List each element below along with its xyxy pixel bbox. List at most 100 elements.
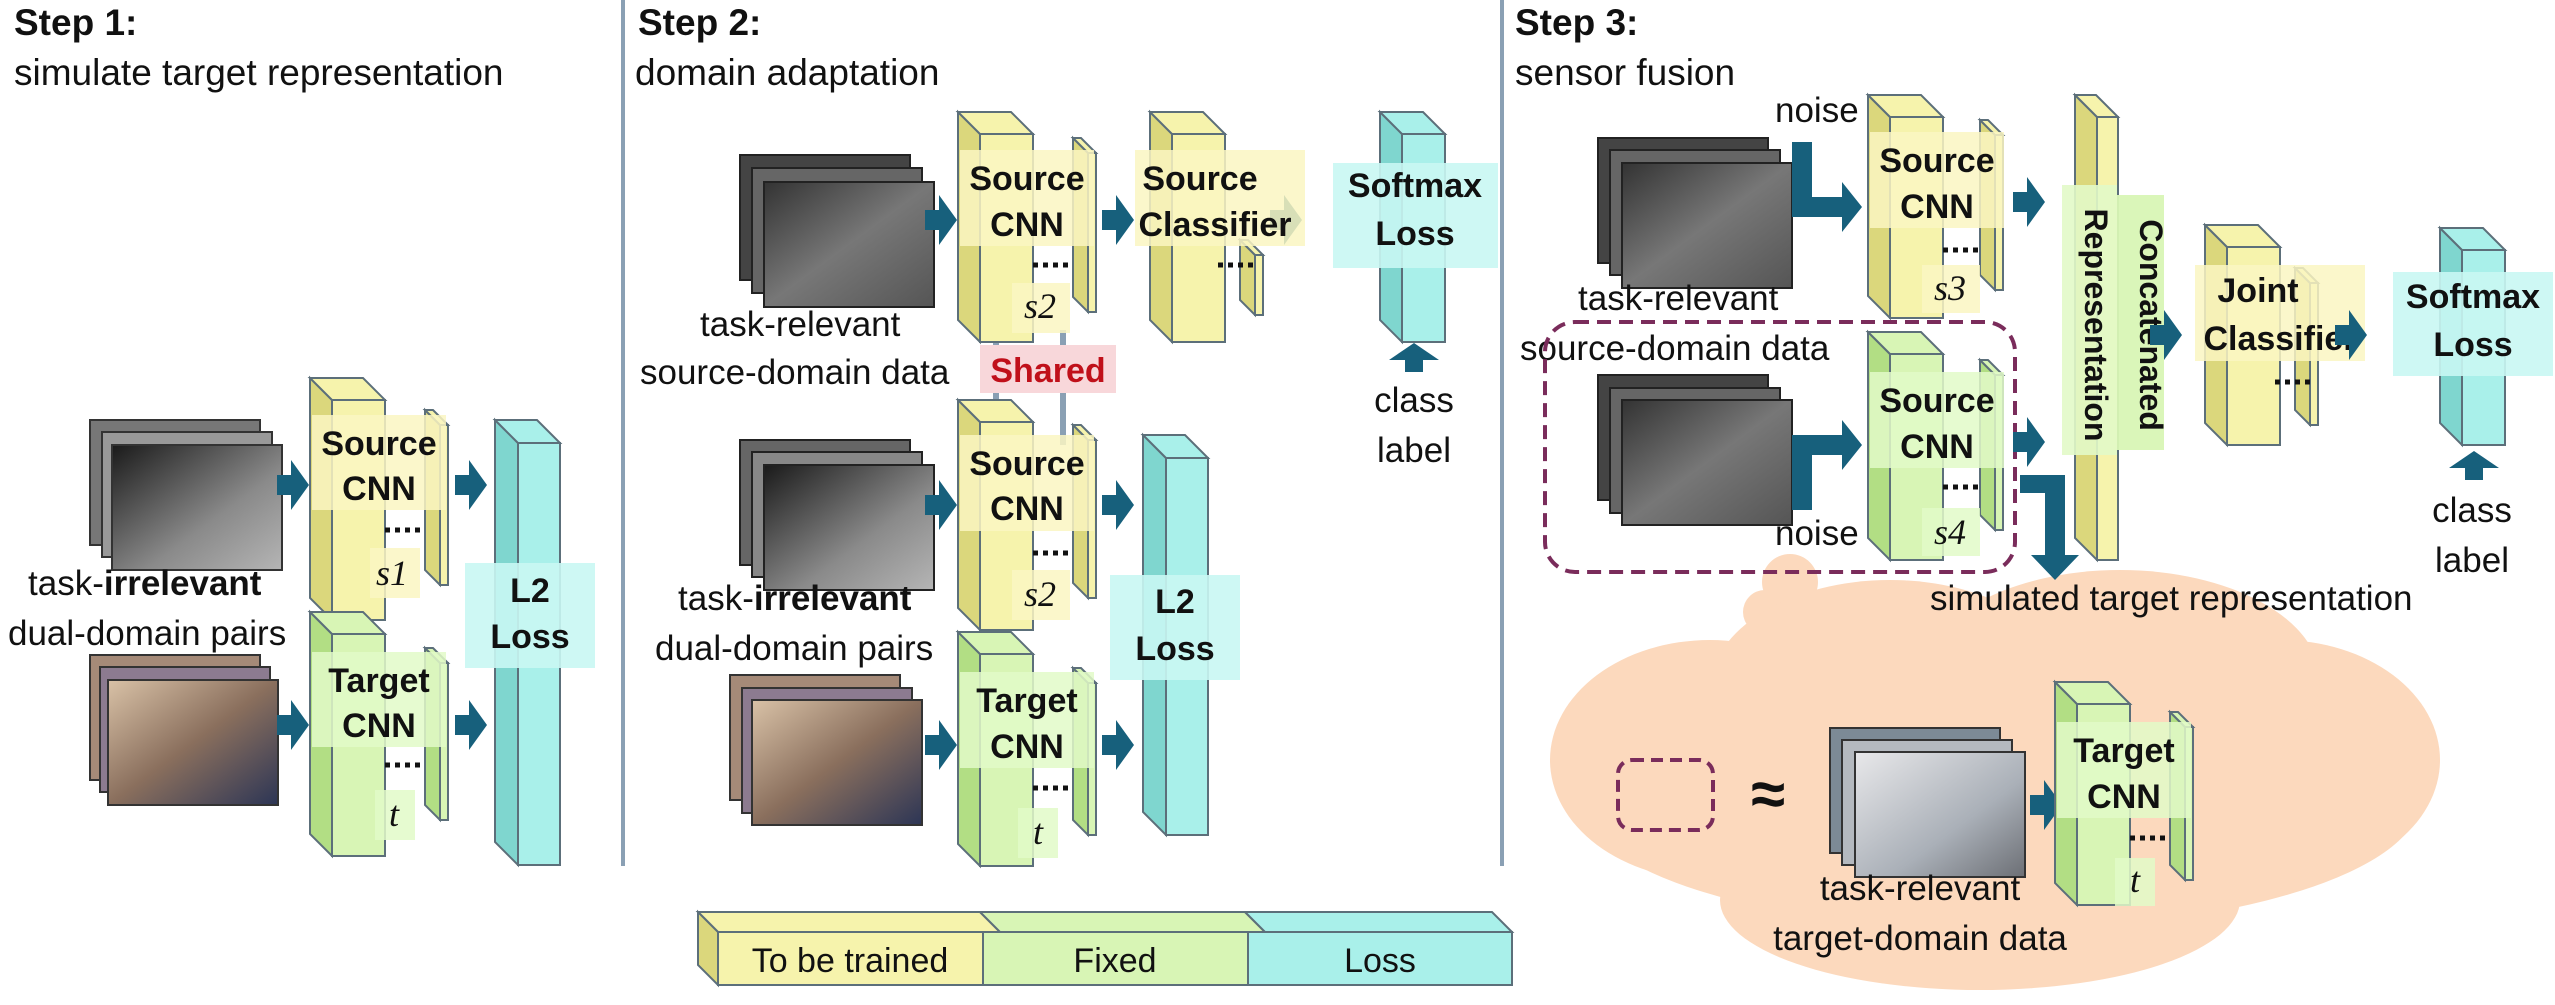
- step2-source-cnn-block-top: Source CNN s2: [955, 109, 1099, 345]
- step3-noise-arrow-top: [1792, 142, 1862, 232]
- step3-s4-label2: CNN: [1900, 428, 1974, 466]
- step2-source-cnn-bottom-label2: CNN: [990, 490, 1064, 528]
- step3-target-caption1: task-relevant: [1820, 869, 2021, 908]
- step3-arrow-sim-down: [2020, 475, 2079, 580]
- step3-class-label-arrow: [2449, 451, 2499, 480]
- step3-s3-tag: s3: [1934, 268, 1966, 308]
- step1-caption-line2: dual-domain pairs: [8, 614, 286, 653]
- step1-caption-line1: task-irrelevant: [28, 564, 262, 603]
- step2-arrow-tgt-out: [1102, 720, 1134, 770]
- step3-softmax-label1: Softmax: [2406, 278, 2540, 316]
- step1-arrow-tgt-out: [455, 700, 487, 750]
- step2-source-classifier-label1: Source: [1142, 160, 1257, 198]
- step2-softmax-label2: Loss: [1375, 215, 1454, 253]
- step3-joint-label2: Classifier: [2203, 320, 2356, 358]
- step3-depth-image-stack-bottom: [1597, 374, 1793, 526]
- step2-source-classifier-label2: Classifier: [1138, 206, 1291, 244]
- step1-l2-loss-block: L2 Loss: [465, 417, 595, 868]
- step3-arrow-to-joint: [2150, 310, 2182, 360]
- step3-arrow-to-target-cnn: [2030, 780, 2062, 830]
- step2-target-cnn-tag: t: [1033, 812, 1044, 852]
- step3-source-cnn-s3-block: Source CNN s3: [1865, 92, 2006, 321]
- step1-title: Step 1:: [14, 2, 137, 43]
- step3-noise-top: noise: [1775, 91, 1859, 130]
- step2-source-cnn-top-tag: s2: [1024, 286, 1056, 326]
- step2-source-cnn-top-label1: Source: [969, 160, 1084, 198]
- step3-concatenated-representation-block: Concatenated Representation: [2062, 92, 2169, 563]
- legend-trained-swatch: [717, 931, 984, 986]
- step1-source-cnn-label1: Source: [321, 425, 436, 463]
- step2-target-cnn-label2: CNN: [990, 728, 1064, 766]
- step2-class-label-arrow: [1389, 343, 1439, 372]
- step1-source-cnn-block: Source CNN s1: [307, 375, 451, 623]
- step3-target-cnn-tag: t: [2130, 860, 2141, 900]
- step3-rgb-image-stack: [1829, 727, 2026, 878]
- step2-class-label1: class: [1374, 381, 1454, 420]
- step2-subtitle: domain adaptation: [635, 52, 939, 93]
- step3-s4-tag: s4: [1934, 512, 1966, 552]
- step1-target-cnn-block: Target CNN t: [307, 609, 451, 859]
- step3-arrow-s4-out: [2013, 417, 2045, 467]
- step3-s4-label1: Source: [1879, 382, 1994, 420]
- step2-source-cnn-block-bottom: Source CNN s2: [955, 397, 1099, 633]
- step3-caption1: task-relevant: [1578, 279, 1779, 318]
- step1-source-cnn-label2: CNN: [342, 470, 416, 508]
- step2-arrow-to-classifier: [1102, 195, 1134, 245]
- step3-softmax-label2: Loss: [2433, 326, 2512, 364]
- legend-fixed-label: Fixed: [1073, 942, 1156, 980]
- step2-arrow-img-top: [925, 195, 957, 245]
- step2-source-classifier-block: Source Classifier: [1135, 109, 1305, 345]
- step2-arrow-img-rgb: [925, 720, 957, 770]
- legend-loss-label: Loss: [1344, 942, 1416, 980]
- step2-class-label2: label: [1377, 431, 1451, 470]
- step3-joint-label1: Joint: [2217, 272, 2298, 310]
- step1-arrow-tgt-in: [277, 700, 309, 750]
- step1-subtitle: simulate target representation: [14, 52, 504, 93]
- step2-softmax-label1: Softmax: [1348, 167, 1482, 205]
- step1-target-cnn-label2: CNN: [342, 707, 416, 745]
- step3-simulated-target-representation: simulated target representation: [1930, 579, 2413, 618]
- step3-target-caption2: target-domain data: [1773, 919, 2067, 958]
- step1-source-cnn-tag: s1: [376, 553, 408, 593]
- step2-rgb-image-stack: [729, 674, 923, 826]
- step3-target-cnn-label2: CNN: [2087, 778, 2161, 816]
- step3-class-label1: class: [2432, 491, 2512, 530]
- step2-l2-loss-label1: L2: [1155, 583, 1195, 621]
- step2-softmax-loss-block: Softmax Loss: [1333, 109, 1498, 345]
- step3-source-cnn-s4-block: Source CNN s4: [1865, 329, 2006, 563]
- step2-depth-image-stack-bottom: [739, 439, 935, 591]
- step1-l2-loss-label2: Loss: [490, 618, 569, 656]
- step2-target-cnn-block: Target CNN t: [955, 629, 1099, 869]
- step2-title: Step 2:: [638, 2, 761, 43]
- step2-source-cnn-top-label2: CNN: [990, 206, 1064, 244]
- step1-target-cnn-tag: t: [389, 794, 400, 834]
- step2-l2-loss-label2: Loss: [1135, 630, 1214, 668]
- step1-depth-image-stack: [89, 419, 283, 571]
- step3-arrow-s3-out: [2013, 177, 2045, 227]
- step3-title: Step 3:: [1515, 2, 1638, 43]
- step3-depth-image-stack-top: [1597, 137, 1793, 289]
- step3-target-cnn-block: Target CNN t: [2052, 679, 2196, 908]
- step3-subtitle: sensor fusion: [1515, 52, 1735, 93]
- step3-noise-arrow-bottom: [1792, 420, 1862, 510]
- step2-l2-loss-block: L2 Loss: [1110, 432, 1240, 838]
- step2-caption-b1: task-irrelevant: [678, 579, 912, 618]
- step3-noise-bottom: noise: [1775, 514, 1859, 553]
- step3-s3-label1: Source: [1879, 142, 1994, 180]
- shared-label-bg: [980, 345, 1116, 393]
- legend: To be trained Fixed Loss: [695, 909, 1515, 988]
- step2-source-cnn-bottom-tag: s2: [1024, 574, 1056, 614]
- step2-depth-image-stack-top: [739, 154, 935, 308]
- legend-trained-label: To be trained: [752, 942, 949, 980]
- shared-label: Shared: [990, 352, 1105, 390]
- legend-loss-swatch: [1247, 931, 1513, 986]
- step3-joint-classifier-block: Joint Classifier: [2195, 222, 2365, 448]
- step2-caption-a1: task-relevant: [700, 305, 901, 344]
- step3-softmax-loss-block: Softmax Loss: [2393, 225, 2553, 448]
- step3-arrow-to-softmax: [2335, 310, 2367, 360]
- step2-target-cnn-label1: Target: [976, 682, 1077, 720]
- step1-target-cnn-label1: Target: [328, 662, 429, 700]
- approx-symbol: ≈: [1751, 760, 1785, 829]
- step1-rgb-image-stack: [89, 654, 279, 806]
- step1-l2-loss-label1: L2: [510, 572, 550, 610]
